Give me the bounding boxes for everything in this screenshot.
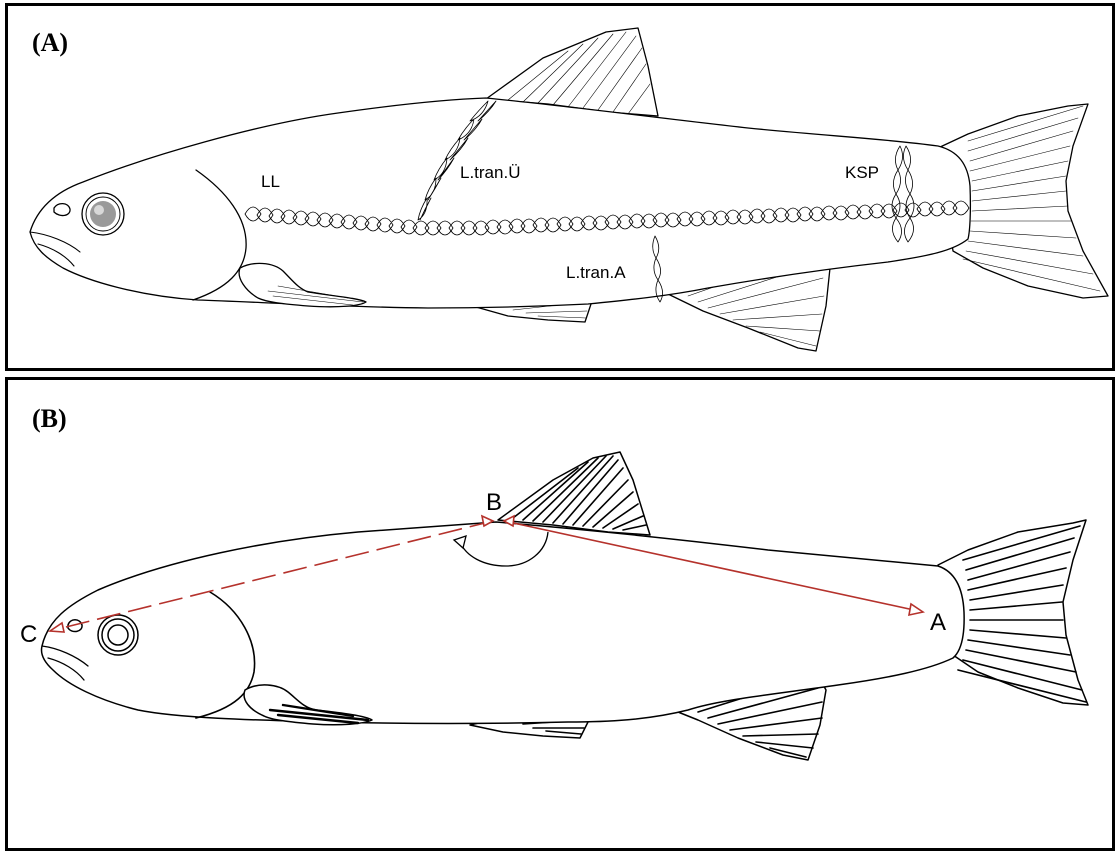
eye-b [98,615,138,655]
eye-a [82,193,124,235]
point-label-c: C [20,621,37,648]
annotation-ksp: KSP [845,163,879,182]
fish-diagram-b: B A C [8,380,1112,848]
annotation-ll: LL [261,172,280,191]
dorsal-fin-b [498,452,650,535]
annotation-l-tran-a: L.tran.A [566,263,626,282]
annotation-l-tran-u: L.tran.Ü [460,163,520,182]
panel-a: (A) [5,3,1115,371]
fish-diagram-a: LL L.tran.Ü KSP L.tran.A [8,6,1112,368]
point-label-b: B [486,489,502,516]
point-label-a: A [930,609,946,636]
panel-b: (B) [5,377,1115,851]
